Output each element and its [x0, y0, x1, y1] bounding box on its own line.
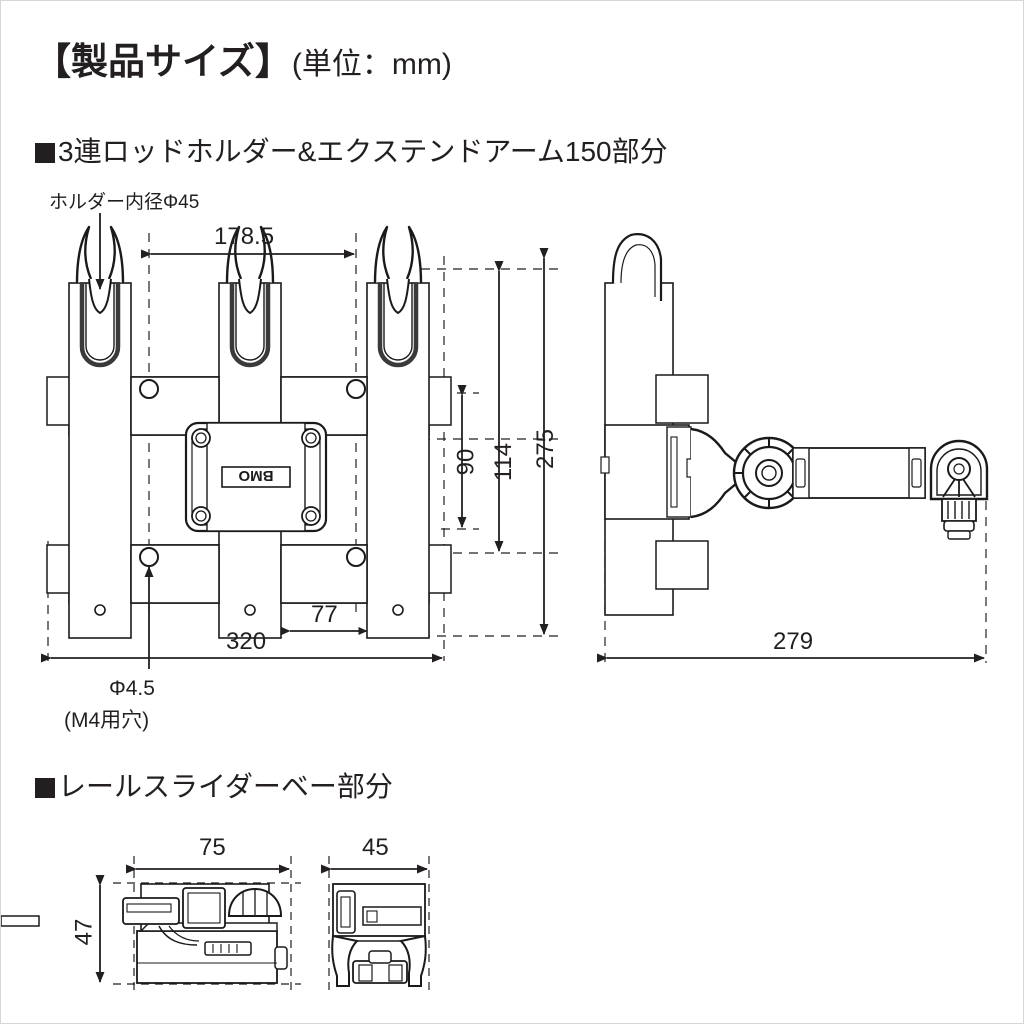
dimension-label-47: 47 — [70, 918, 98, 946]
section-heading-rail-slider: レールスライダーベー部分 — [35, 765, 393, 805]
rod-holder-front-view: BMO — [46, 227, 452, 638]
note-hole-diameter: Φ4.5 — [109, 677, 155, 700]
rail-fastener — [139, 379, 366, 567]
note-hole-spec: (M4用穴) — [64, 709, 150, 732]
page-title-main: 【製品サイズ】 — [34, 41, 292, 82]
rail-slider-side-view — [1, 856, 301, 991]
rail-slider-front-view — [321, 856, 430, 991]
dimension-lines-front — [41, 248, 549, 663]
page-title-unit: (単位：mm) — [291, 48, 452, 81]
dimension-label-75: 75 — [199, 834, 226, 861]
arm-end-knuckle — [929, 439, 989, 540]
rod-holder-side-view — [597, 233, 989, 663]
bullet-square-icon — [35, 143, 55, 163]
dimension-label-275: 275 — [532, 428, 560, 470]
bullet-square-icon — [35, 778, 55, 798]
dimension-label-90: 90 — [452, 448, 480, 476]
brand-logo: BMO — [221, 466, 291, 488]
section-heading-rod-holder: 3連ロッドホルダー&エクステンドアーム150部分 — [35, 130, 668, 170]
dimension-label-178-5: 178.5 — [214, 223, 275, 250]
page-title: 【製品サイズ】(単位：mm) — [34, 31, 452, 85]
m4-mounting-hole — [94, 604, 404, 616]
center-mount-plate: BMO — [184, 421, 328, 533]
dimension-label-77: 77 — [311, 601, 338, 628]
section-heading-rod-holder-label: 3連ロッドホルダー&エクステンドアーム150部分 — [58, 136, 668, 167]
dimension-label-45: 45 — [362, 834, 389, 861]
note-holder-inner-diameter: ホルダー内径Φ45 — [49, 192, 200, 213]
section-heading-rail-slider-label: レールスライダーベー部分 — [58, 771, 393, 802]
svg-text:BMO: BMO — [238, 467, 273, 484]
dimension-label-114: 114 — [490, 442, 518, 482]
dimension-label-320: 320 — [226, 628, 267, 655]
callout-leaders — [95, 213, 154, 669]
dimension-label-279: 279 — [773, 628, 814, 655]
